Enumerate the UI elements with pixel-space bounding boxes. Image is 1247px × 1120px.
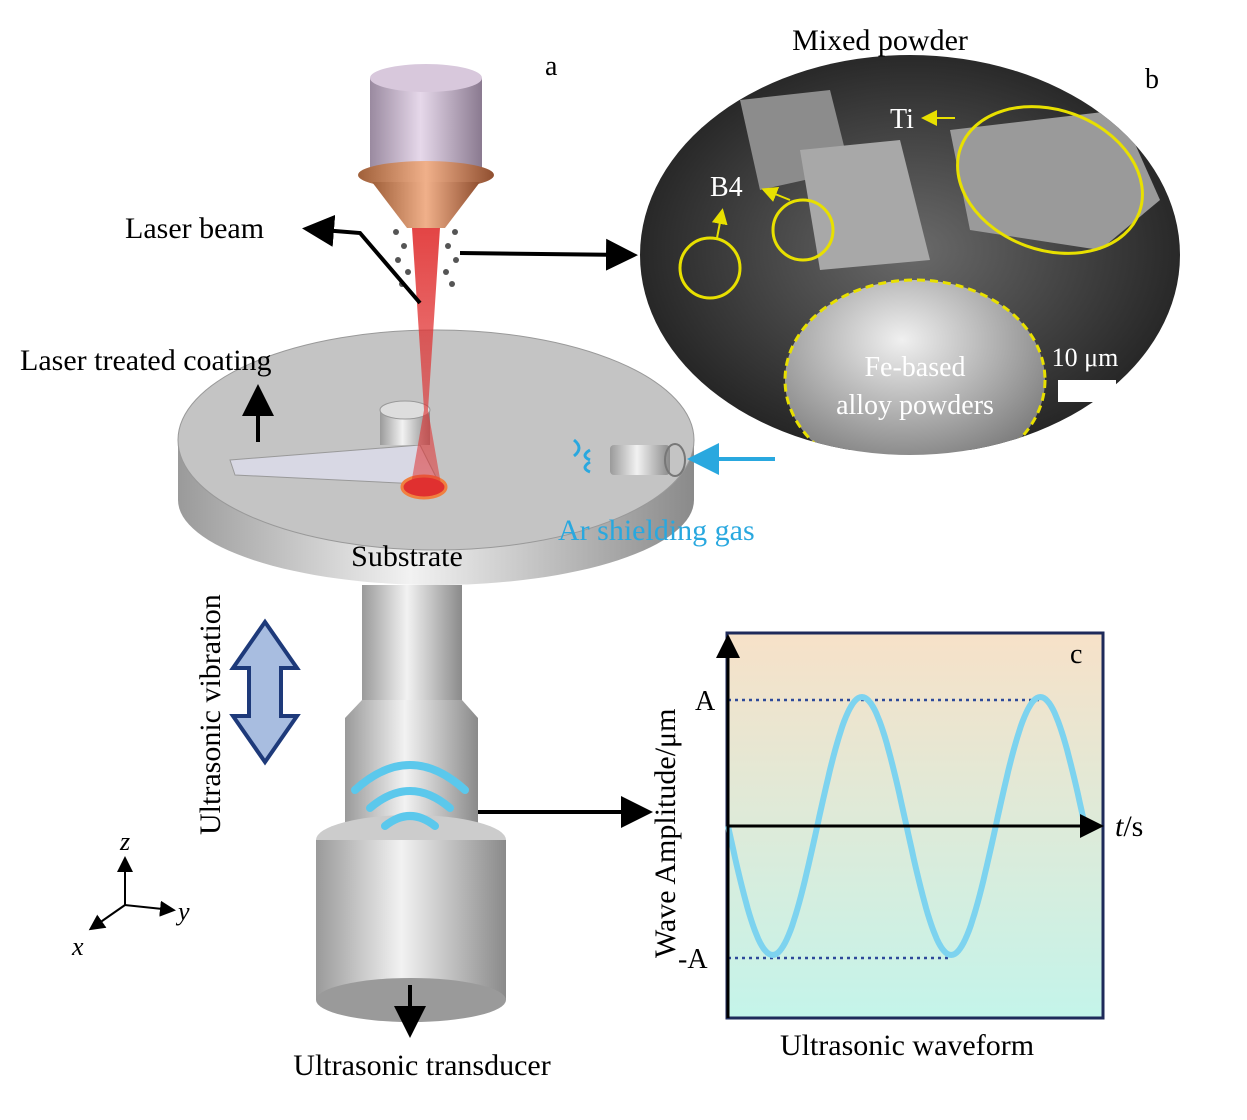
axis-x-label: x (71, 932, 84, 961)
wave-ylabel: Wave Amplitude/μm (649, 709, 682, 958)
wave-xlabel: t/s (1115, 810, 1143, 843)
label-ultrasonic-vibration: Ultrasonic vibration (194, 594, 227, 835)
label-laser-coating: Laser treated coating (20, 344, 272, 377)
panel-label-c: c (1070, 639, 1082, 670)
axis-y-label: y (175, 897, 190, 926)
wave-title: Ultrasonic waveform (780, 1029, 1034, 1062)
label-substrate: Substrate (351, 540, 463, 573)
laser-head (358, 64, 494, 490)
label-fe-1: Fe-based (864, 352, 965, 383)
substrate (177, 329, 695, 585)
panel-label-a: a (545, 51, 558, 82)
panel-label-b: b (1145, 64, 1159, 95)
label-b4: B4 (710, 172, 743, 203)
transducer (316, 585, 506, 1022)
label-transducer: Ultrasonic transducer (293, 1049, 550, 1082)
label-ar-gas: Ar shielding gas (558, 514, 755, 547)
label-laser-beam: Laser beam (125, 212, 264, 245)
label-mixed-powder: Mixed powder (792, 24, 968, 57)
laser-beam (410, 228, 442, 490)
double-arrow-icon (229, 618, 301, 766)
wave-min-label: -A (678, 944, 708, 975)
waveform-panel (716, 631, 1105, 1020)
label-ti: Ti (890, 104, 914, 135)
axis-z-label: z (119, 827, 130, 856)
yellow-circle-b4-2 (771, 198, 835, 262)
wave-max-label: A (695, 686, 716, 717)
axes-triad (88, 856, 176, 931)
yellow-circle-b4-1 (678, 236, 742, 300)
scale-bar-label: 10 μm (1052, 343, 1119, 372)
scale-bar (1058, 380, 1116, 402)
yellow-circle-ti (956, 105, 1144, 255)
label-fe-2: alloy powders (836, 390, 994, 421)
gas-nozzle (573, 438, 686, 477)
